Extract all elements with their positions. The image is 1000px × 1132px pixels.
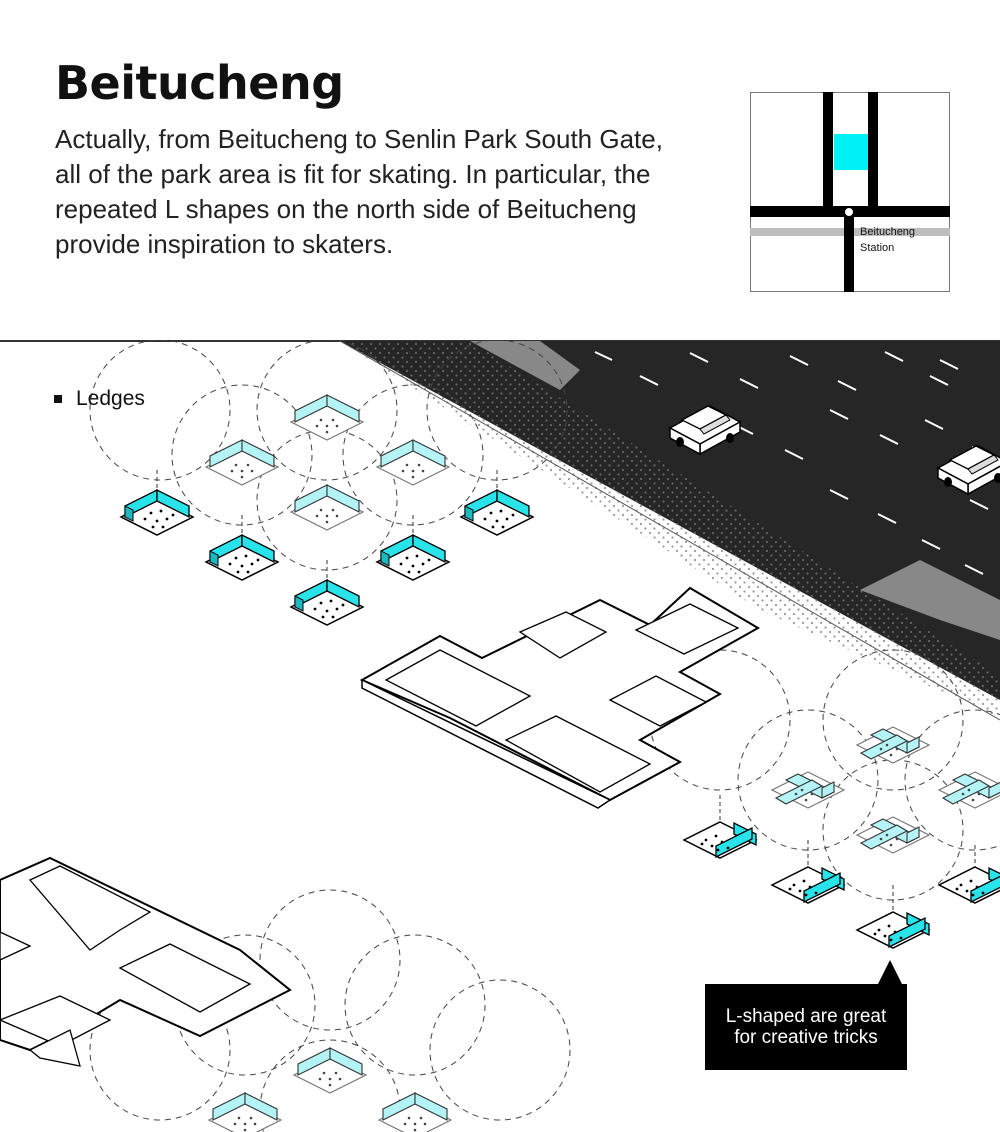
legend-label: Ledges [76,387,145,410]
ledge-unit [121,490,193,535]
ledge-unit [377,535,449,580]
ledge-preview [294,1048,366,1093]
ledge-unit [857,912,929,948]
ledge-unit [772,867,844,903]
locator-map: Beitucheng Station [750,92,950,292]
ledge-preview [857,817,929,853]
intro-text: Actually, from Beitucheng to Senlin Park… [55,122,695,262]
page-title: Beitucheng [55,56,344,110]
legend-square-icon [54,395,62,403]
ledge-preview [209,1093,281,1132]
plaza-platform [0,858,290,1066]
callout-line1: L-shaped are great [726,1006,887,1027]
ledge-preview [291,395,363,440]
site-highlight [834,134,868,170]
isometric-site-drawing: Ledges L-shaped are great for creative t… [0,340,1000,1132]
callout-pointer [878,960,902,984]
road-vertical-south [844,216,854,292]
ledge-preview [857,727,929,763]
plaza-platform [362,588,758,808]
ledge-preview [379,1093,451,1132]
road-vertical-left [823,92,833,210]
ledge-preview [377,440,449,485]
ledge-unit [291,580,363,625]
ledge-preview [939,772,1000,808]
ledge-unit [684,822,756,858]
station-label-line1: Beitucheng [860,226,915,238]
ledge-unit [206,535,278,580]
station-marker [844,207,854,217]
callout-line2: for creative tricks [734,1027,878,1048]
station-label-line2: Station [860,242,894,254]
ledge-preview [772,772,844,808]
road-vertical-right [868,92,878,210]
ledge-unit [461,490,533,535]
